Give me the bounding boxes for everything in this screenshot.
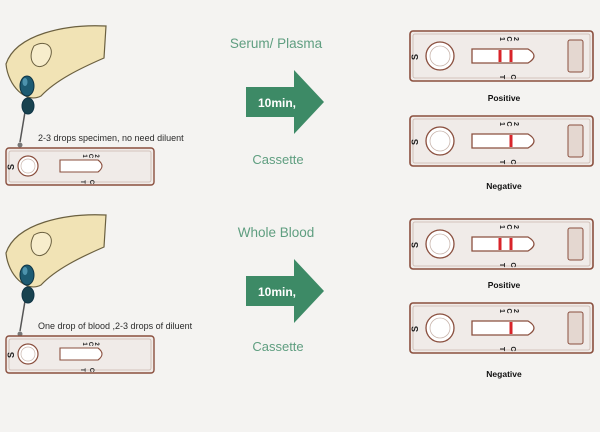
one-mark: 1 (498, 37, 505, 41)
result-window (59, 159, 103, 173)
result-window (471, 48, 535, 64)
c-mark-bottom: C (509, 346, 516, 351)
result-line-c (509, 135, 513, 147)
result-label-positive-1: Positive (487, 93, 521, 103)
arrow-label-serum-plasma: 10min, (257, 96, 296, 110)
t-mark: T (498, 347, 505, 352)
result-window (471, 133, 535, 149)
cassette-label-whole-blood: Cassette (252, 339, 304, 354)
hand-dropper-serum-plasma (5, 25, 107, 148)
sample-mark: S (410, 139, 420, 145)
sample-mark: S (410, 326, 420, 332)
one-mark: 1 (81, 342, 87, 346)
grip-handle (567, 311, 584, 345)
result-line-c (509, 50, 513, 62)
one-mark: 1 (81, 154, 87, 158)
t-mark: T (498, 263, 505, 268)
two-mark: 2 (93, 154, 99, 158)
two-mark: 2 (512, 37, 519, 41)
section-title-whole-blood: Whole Blood (237, 225, 315, 240)
two-mark: 2 (512, 225, 519, 229)
arrow-label-whole-blood: 10min, (257, 285, 296, 299)
arrow-serum-plasma (246, 70, 324, 134)
sample-mark: S (410, 54, 420, 60)
t-mark: T (79, 368, 85, 372)
instruction-whole-blood: One drop of blood ,2-3 drops of diluent (38, 321, 193, 331)
result-window (471, 236, 535, 252)
c-mark: C (87, 154, 93, 159)
one-mark: 1 (498, 225, 505, 229)
dropper-body (21, 286, 35, 304)
dropper-bulb (19, 264, 35, 286)
c-mark-bottom: C (509, 262, 516, 267)
c-mark: C (87, 342, 93, 347)
c-mark: C (505, 308, 512, 313)
hand-dropper-whole-blood (5, 214, 107, 337)
sample-mark: S (410, 242, 420, 248)
c-mark: C (505, 121, 512, 126)
c-mark-bottom: C (509, 159, 516, 164)
arrow-whole-blood (246, 259, 324, 323)
c-mark: C (505, 36, 512, 41)
c-mark-bottom: C (509, 74, 516, 79)
thumb (30, 231, 52, 257)
dropper-body (21, 97, 35, 115)
one-mark: 1 (498, 122, 505, 126)
c-mark-bottom: C (88, 180, 94, 185)
sample-mark: S (6, 164, 16, 170)
dropper-bulb (19, 75, 35, 97)
two-mark: 2 (512, 122, 519, 126)
c-mark: C (505, 224, 512, 229)
grip-handle (567, 39, 584, 73)
sample-mark: S (6, 352, 16, 358)
result-label-negative-2: Negative (486, 369, 522, 379)
result-label-positive-2: Positive (487, 280, 521, 290)
drop (17, 331, 23, 337)
result-line-t (498, 50, 502, 62)
t-mark: T (498, 75, 505, 80)
t-mark: T (79, 180, 85, 184)
result-line-c (509, 322, 513, 334)
t-mark: T (498, 160, 505, 165)
instruction-serum-plasma: 2-3 drops specimen, no need diluent (38, 133, 184, 143)
one-mark: 1 (498, 309, 505, 313)
thumb (30, 42, 52, 68)
result-window (471, 320, 535, 336)
result-line-c (509, 238, 513, 250)
c-mark-bottom: C (88, 368, 94, 373)
result-label-negative-1: Negative (486, 181, 522, 191)
drop (17, 142, 23, 148)
cassette-label-serum-plasma: Cassette (252, 152, 304, 167)
grip-handle (567, 227, 584, 261)
two-mark: 2 (93, 342, 99, 346)
result-line-t (498, 238, 502, 250)
grip-handle (567, 124, 584, 158)
result-window (59, 347, 103, 361)
two-mark: 2 (512, 309, 519, 313)
section-title-serum-plasma: Serum/ Plasma (229, 36, 323, 51)
